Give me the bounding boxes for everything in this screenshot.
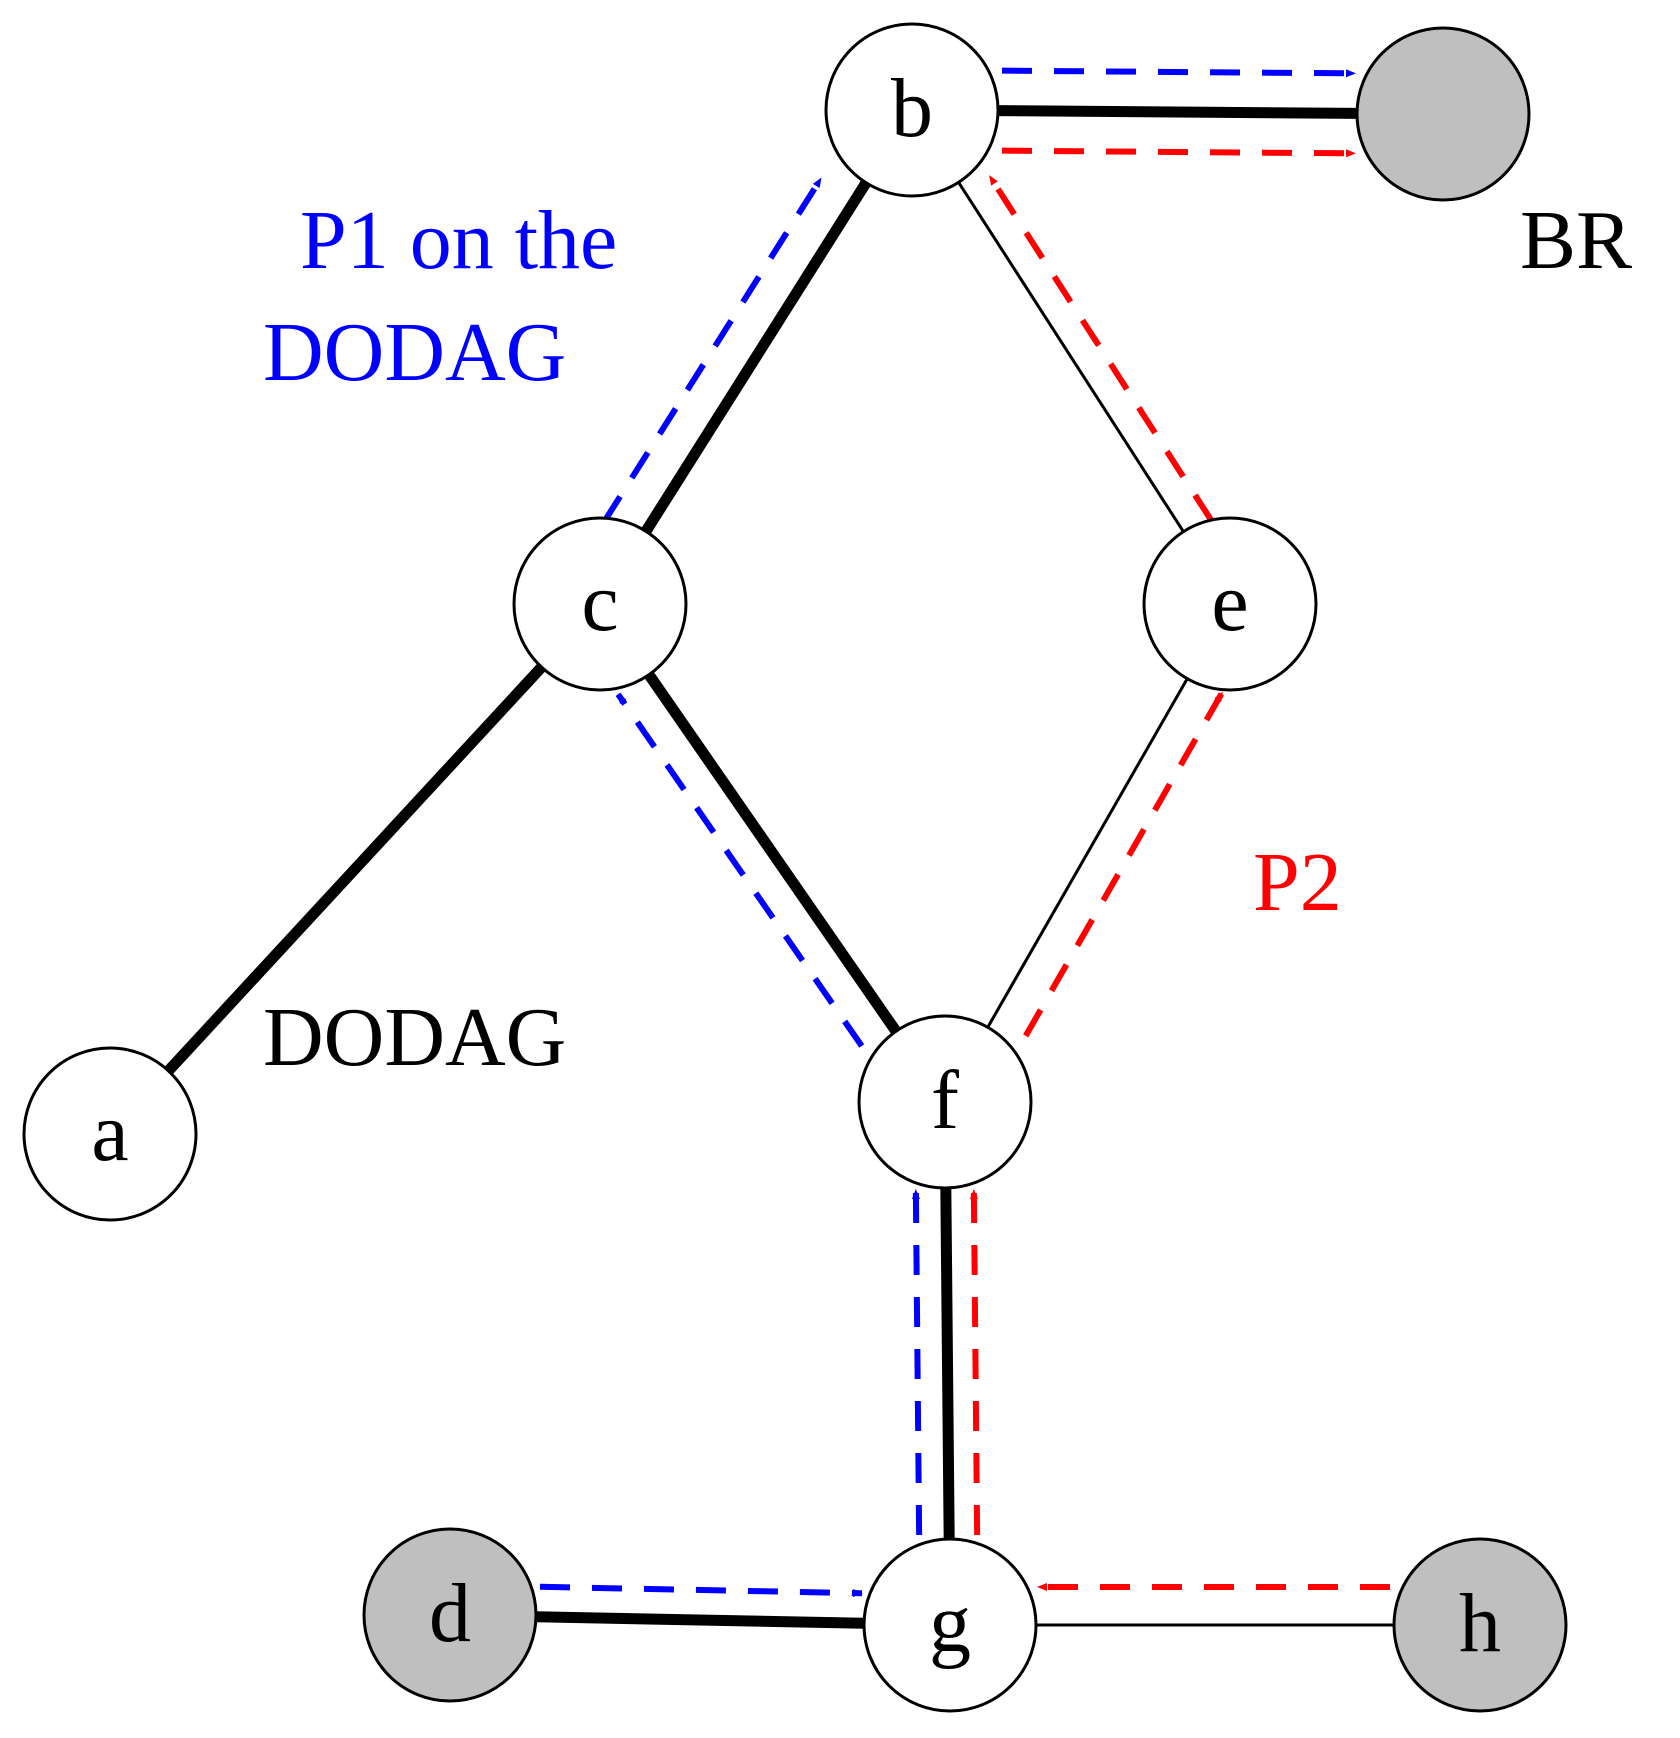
node-g: g [862,1537,1038,1713]
node-br-circle [1355,26,1531,202]
p1-arrow-g-f [911,1188,923,1536]
p1-label-line2: DODAG [263,306,566,399]
nodes: a b c d e f g h [22,22,1568,1713]
node-b: b [824,22,1000,198]
node-f-label: f [931,1054,959,1147]
node-d-circle [362,1527,538,1703]
node-e-label: e [1211,556,1248,649]
edge-e-b [957,181,1185,533]
node-d: d [362,1527,538,1703]
p1-arrow-c-b [601,176,824,524]
node-f-circle [857,1014,1033,1190]
node-c: c [512,516,688,692]
node-e-circle [1142,516,1318,692]
node-f: f [857,1014,1033,1190]
p2-arrow-b-br [1001,147,1357,158]
p2-arrow-e-b [987,174,1214,522]
node-d-label: d [429,1567,471,1660]
node-h-circle [1392,1537,1568,1713]
dodag-label: DODAG [263,991,566,1084]
node-h: h [1392,1537,1568,1713]
node-c-circle [512,516,688,692]
node-h-label: h [1459,1577,1501,1670]
br-label: BR [1520,194,1632,287]
p2-arrow-g-f [969,1188,981,1536]
edge-f-g [940,1187,955,1540]
p1-label-line1: P1 on the [300,194,617,287]
node-c-label: c [581,556,618,649]
edge-b-br [997,105,1358,119]
node-b-circle [824,22,1000,198]
node-a-circle [22,1046,198,1222]
node-br [1355,26,1531,202]
edge-c-b [641,179,871,535]
p1-arrow-b-br [1001,67,1357,78]
node-g-label: g [929,1577,971,1670]
p2-arrow-f-e [1023,690,1225,1038]
edges [164,105,1394,1629]
p1-arrow-d-g [539,1583,864,1598]
node-e: e [1142,516,1318,692]
edge-f-e [986,677,1189,1029]
node-b-label: b [891,62,933,155]
p2-label: P2 [1253,836,1342,929]
edge-d-g [535,1611,865,1629]
edge-c-f [644,671,901,1035]
edge-a-c [164,663,546,1075]
p1-arrow-f-c [615,692,865,1048]
node-a: a [22,1046,198,1222]
routing-paths [539,67,1390,1598]
node-g-circle [862,1537,1038,1713]
node-a-label: a [91,1086,128,1179]
